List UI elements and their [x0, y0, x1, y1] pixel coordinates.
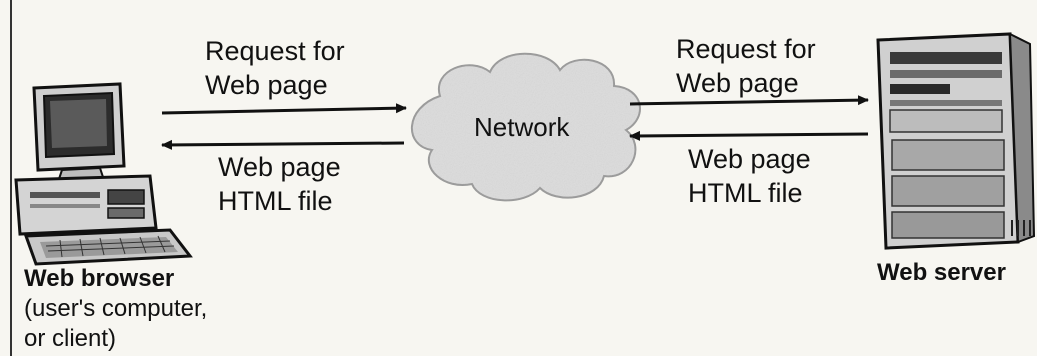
client-caption-line1: Web browser	[24, 265, 175, 292]
cloud-icon	[410, 52, 641, 202]
left-response-line2: HTML file	[218, 186, 333, 216]
network-label: Network	[474, 112, 570, 142]
right-response-arrow	[629, 130, 869, 141]
right-request-line2: Web page	[676, 68, 799, 98]
left-response-label: Web page HTML file	[218, 150, 341, 218]
right-response-line1: Web page	[688, 144, 811, 174]
right-request-line1: Request for	[676, 34, 816, 64]
desktop-computer-icon	[14, 82, 193, 266]
right-request-arrow	[629, 95, 869, 106]
tower-server-icon	[876, 32, 1036, 250]
client-caption: Web browser (user's computer, or client)	[24, 264, 207, 354]
server-caption: Web server	[877, 259, 1006, 286]
left-response-arrow	[161, 139, 405, 150]
client-caption-line2: (user's computer,	[24, 295, 208, 322]
left-response-line1: Web page	[218, 152, 341, 182]
left-request-label: Request for Web page	[205, 34, 345, 102]
right-response-label: Web page HTML file	[688, 142, 811, 210]
client-caption-line3: or client)	[24, 325, 117, 352]
left-request-line1: Request for	[205, 36, 345, 66]
right-response-line2: HTML file	[688, 178, 803, 208]
left-request-line2: Web page	[205, 70, 328, 100]
right-request-label: Request for Web page	[676, 32, 816, 100]
left-request-arrow	[161, 103, 407, 115]
